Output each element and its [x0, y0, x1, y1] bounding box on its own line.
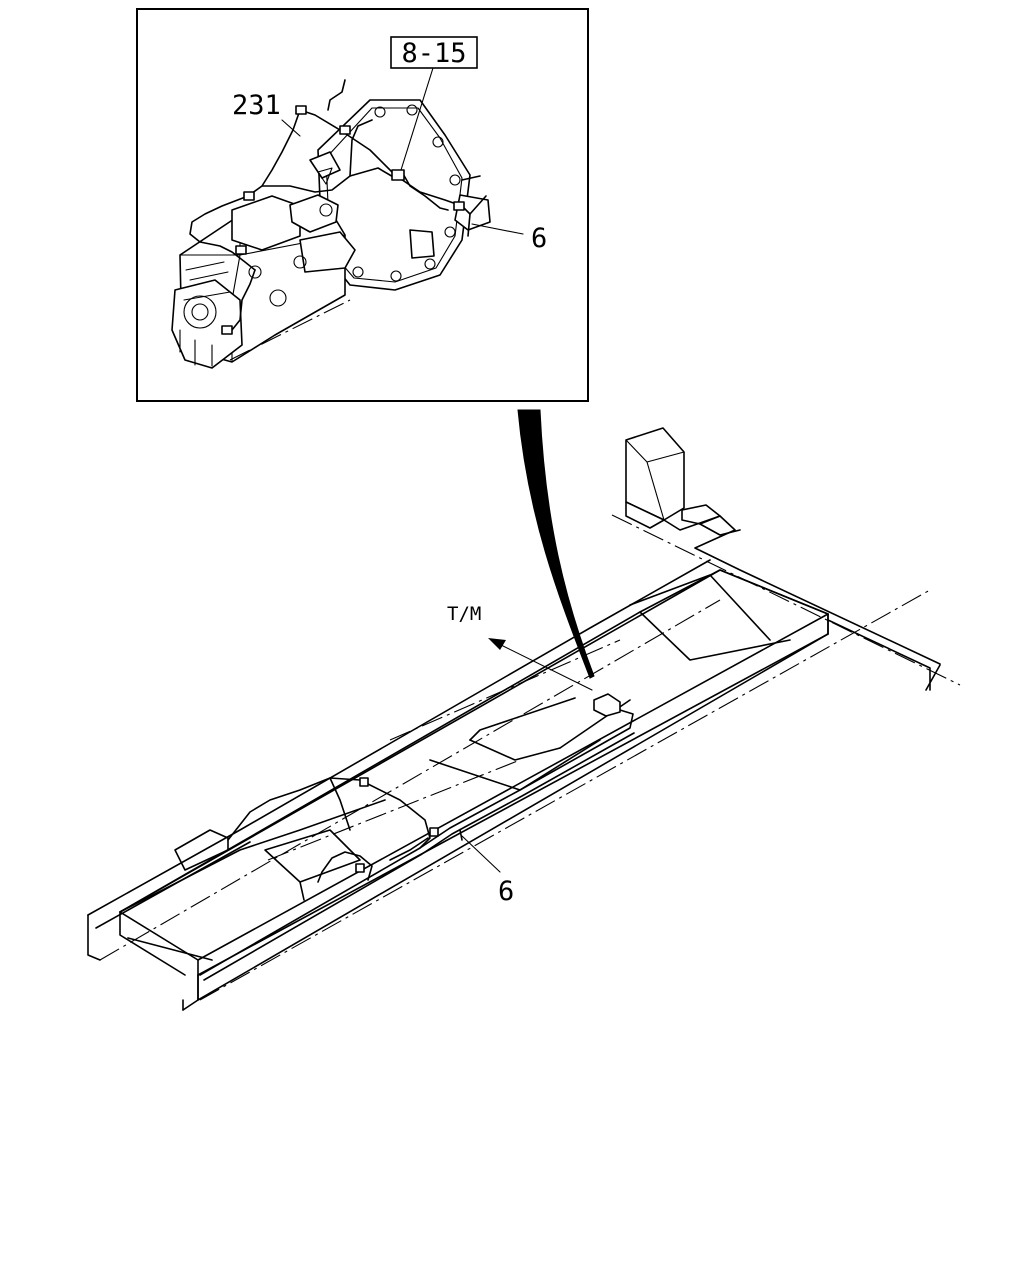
direction-label: T/M	[447, 603, 481, 625]
part-6-frame-label: 6	[498, 876, 514, 907]
callout-pointer	[517, 409, 595, 679]
leader-6-inset	[471, 223, 524, 235]
chassis-frame	[87, 427, 961, 1011]
leader-6-frame	[461, 835, 501, 873]
leader-8-15	[400, 67, 434, 171]
transmission-illustration	[171, 99, 491, 369]
inset-detail: 8-15 231 6	[136, 8, 589, 402]
direction-arrow: T/M	[447, 603, 593, 691]
part-231-label: 231	[232, 90, 281, 121]
ref-box-label: 8-15	[401, 38, 466, 69]
ref-box-frame	[390, 36, 478, 69]
part-6-inset-label: 6	[531, 223, 547, 254]
leader-231	[281, 119, 301, 137]
frame-harness	[199, 693, 635, 981]
inset-harness	[189, 79, 487, 335]
